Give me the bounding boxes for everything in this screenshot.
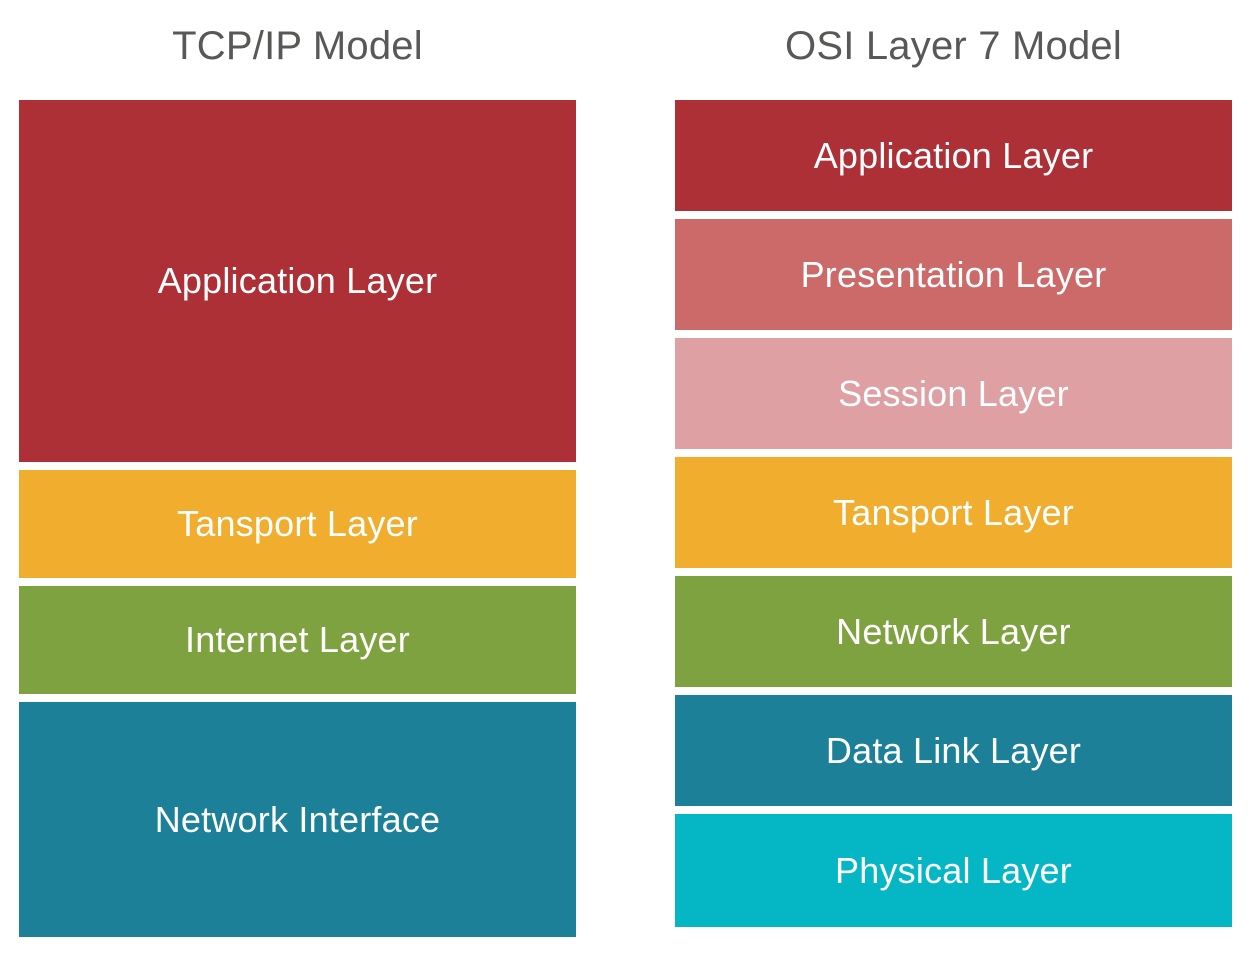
osi-layer-label: Physical Layer	[835, 849, 1072, 891]
tcpip-layer-label: Tansport Layer	[177, 503, 418, 544]
tcpip-layer-block: Network Interface	[19, 702, 576, 937]
osi-layer-block: Data Link Layer	[675, 695, 1232, 806]
osi-layer-block: Physical Layer	[675, 814, 1232, 927]
tcpip-layer-label: Internet Layer	[185, 619, 410, 660]
osi-column-title: OSI Layer 7 Model	[785, 24, 1122, 68]
osi-layer-block: Network Layer	[675, 576, 1232, 687]
tcpip-layer-block: Application Layer	[19, 100, 576, 462]
osi-layer-label: Network Layer	[836, 610, 1071, 652]
osi-layer-label: Session Layer	[838, 372, 1069, 414]
tcpip-layer-block: Internet Layer	[19, 586, 576, 694]
osi-layer-block: Session Layer	[675, 338, 1232, 449]
tcpip-layer-label: Network Interface	[154, 798, 441, 840]
osi-layer-label: Presentation Layer	[800, 253, 1107, 295]
osi-layer-label: Data Link Layer	[825, 729, 1082, 771]
tcpip-column-title: TCP/IP Model	[172, 24, 423, 68]
osi-layer-block: Tansport Layer	[675, 457, 1232, 568]
osi-layer-block: Presentation Layer	[675, 219, 1232, 330]
osi-layer-label: Application Layer	[813, 134, 1094, 176]
osi-layer-label: Tansport Layer	[833, 491, 1074, 533]
tcpip-layer-label: Application Layer	[157, 260, 438, 301]
osi-layer-block: Application Layer	[675, 100, 1232, 211]
tcpip-layer-block: Tansport Layer	[19, 470, 576, 578]
